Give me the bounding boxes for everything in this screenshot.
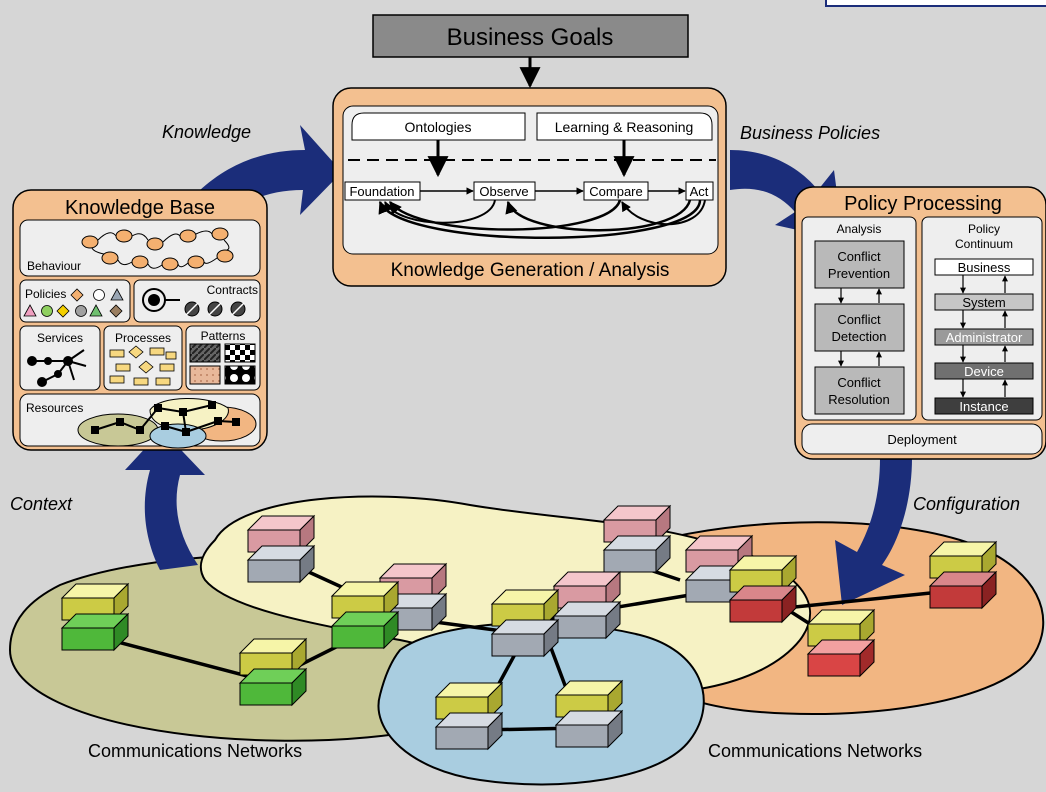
contracts-icon: [142, 288, 246, 317]
conflict-prevention-line1: Conflict: [837, 249, 881, 264]
svg-text:Prevention: Prevention: [828, 266, 890, 281]
knowledge-base-title: Knowledge Base: [65, 197, 215, 219]
level-instance-label: Instance: [959, 399, 1008, 414]
policy-processing-title: Policy Processing: [844, 193, 1002, 215]
contracts-box: [133, 279, 261, 323]
pattern-swatch-2: [224, 343, 256, 363]
knowledge-generation-title: Knowledge Generation / Analysis: [391, 260, 670, 281]
analysis-title: Analysis: [837, 222, 882, 236]
step-act-label: Act: [690, 184, 709, 199]
deployment-label: Deployment: [887, 432, 957, 447]
feedback-loop-4: [384, 199, 496, 224]
processes-icon: [109, 345, 177, 386]
step-foundation-label: Foundation: [349, 184, 414, 199]
level-instance: [934, 397, 1034, 415]
context-flow-label: Context: [10, 494, 73, 514]
ontologies-box: [351, 112, 526, 141]
network-device-block: [806, 638, 876, 678]
conflict-detection-box: [814, 303, 905, 352]
network-device-block: [246, 544, 316, 584]
svg-text:Detection: Detection: [832, 329, 887, 344]
pattern-swatch-1: [189, 343, 221, 363]
level-administrator: [934, 328, 1034, 346]
network-device-block: [490, 618, 560, 658]
knowledge-generation-panel: Ontologies Learning & Reasoning Foundati…: [332, 87, 727, 287]
corner-box: [825, 0, 1046, 7]
network-device-block: [552, 600, 622, 640]
level-business-label: Business: [958, 260, 1011, 275]
svg-text:Resolution: Resolution: [828, 392, 889, 407]
services-box: [19, 325, 101, 391]
conflict-resolution-line2: Resolution: [828, 392, 889, 407]
network-device-block: [602, 534, 672, 574]
business-goals-box: [372, 14, 689, 58]
svg-text:Conflict: Conflict: [837, 312, 881, 327]
level-system-label: System: [962, 295, 1005, 310]
network-device-block: [238, 667, 308, 707]
step-observe-label: Observe: [479, 184, 528, 199]
network-device-block: [554, 679, 624, 719]
network-device-block: [928, 570, 998, 610]
policy-continuum-title-line2: Continuum: [955, 237, 1013, 251]
network-device-block: [434, 711, 504, 751]
policy-shapes-icon: [23, 288, 124, 318]
conflict-resolution-box: [814, 366, 905, 415]
resources-label: Resources: [26, 401, 83, 415]
patterns-label: Patterns: [201, 329, 246, 343]
resources-mini-network: [77, 398, 257, 449]
svg-text:Conflict: Conflict: [837, 249, 881, 264]
learning-box: [536, 112, 713, 141]
feedback-loop-3: [389, 199, 622, 231]
level-device: [934, 362, 1034, 380]
knowledge-base-panel: Knowledge Base Behaviour Policies: [12, 189, 268, 451]
conflict-prevention-line2: Prevention: [828, 266, 890, 281]
level-business: [934, 258, 1034, 276]
processes-label: Processes: [115, 331, 171, 345]
right-network-label: Communications Networks: [708, 741, 922, 761]
behaviour-state-graph: [81, 227, 234, 271]
business-goals-group: Business Goals: [372, 14, 689, 89]
network-device-block: [554, 709, 624, 749]
conflict-prevention-box: [814, 240, 905, 289]
svg-text:Continuum: Continuum: [955, 237, 1013, 251]
svg-text:Policy: Policy: [968, 222, 1000, 236]
processes-box: [103, 325, 183, 391]
network-device-block: [728, 584, 798, 624]
behaviour-label: Behaviour: [27, 259, 81, 273]
ontologies-label: Ontologies: [405, 119, 472, 135]
conflict-resolution-line1: Conflict: [837, 375, 881, 390]
business-policies-flow-label: Business Policies: [740, 123, 880, 143]
configuration-flow-label: Configuration: [913, 494, 1020, 514]
level-administrator-label: Administrator: [946, 330, 1023, 345]
left-network-label: Communications Networks: [88, 741, 302, 761]
policy-processing-panel: Policy Processing Analysis Conflict Prev…: [794, 186, 1046, 460]
network-device-block: [60, 612, 130, 652]
deployment-box: [801, 423, 1043, 455]
conflict-detection-line2: Detection: [832, 329, 887, 344]
feedback-loop-1: [378, 199, 702, 239]
network-nodes: [60, 504, 998, 751]
pattern-swatch-3: [189, 365, 221, 385]
context-flow-arrow: [125, 430, 205, 570]
step-compare-label: Compare: [589, 184, 642, 199]
policy-continuum-title-line1: Policy: [968, 222, 1000, 236]
knowledge-flow-label: Knowledge: [162, 122, 251, 142]
pattern-swatch-4: [224, 365, 256, 385]
feedback-loop-5: [621, 199, 706, 226]
network-device-block: [330, 610, 400, 650]
level-system: [934, 293, 1034, 311]
contracts-label: Contracts: [207, 283, 258, 297]
conflict-detection-line1: Conflict: [837, 312, 881, 327]
configuration-flow-arrow: [835, 458, 912, 605]
business-goals-title: Business Goals: [447, 24, 614, 51]
level-device-label: Device: [964, 364, 1004, 379]
svg-text:Conflict: Conflict: [837, 375, 881, 390]
services-label: Services: [37, 331, 83, 345]
services-icon: [27, 349, 87, 387]
learning-label: Learning & Reasoning: [555, 119, 694, 135]
feedback-loop-2: [505, 199, 692, 232]
policies-label: Policies: [25, 287, 66, 301]
